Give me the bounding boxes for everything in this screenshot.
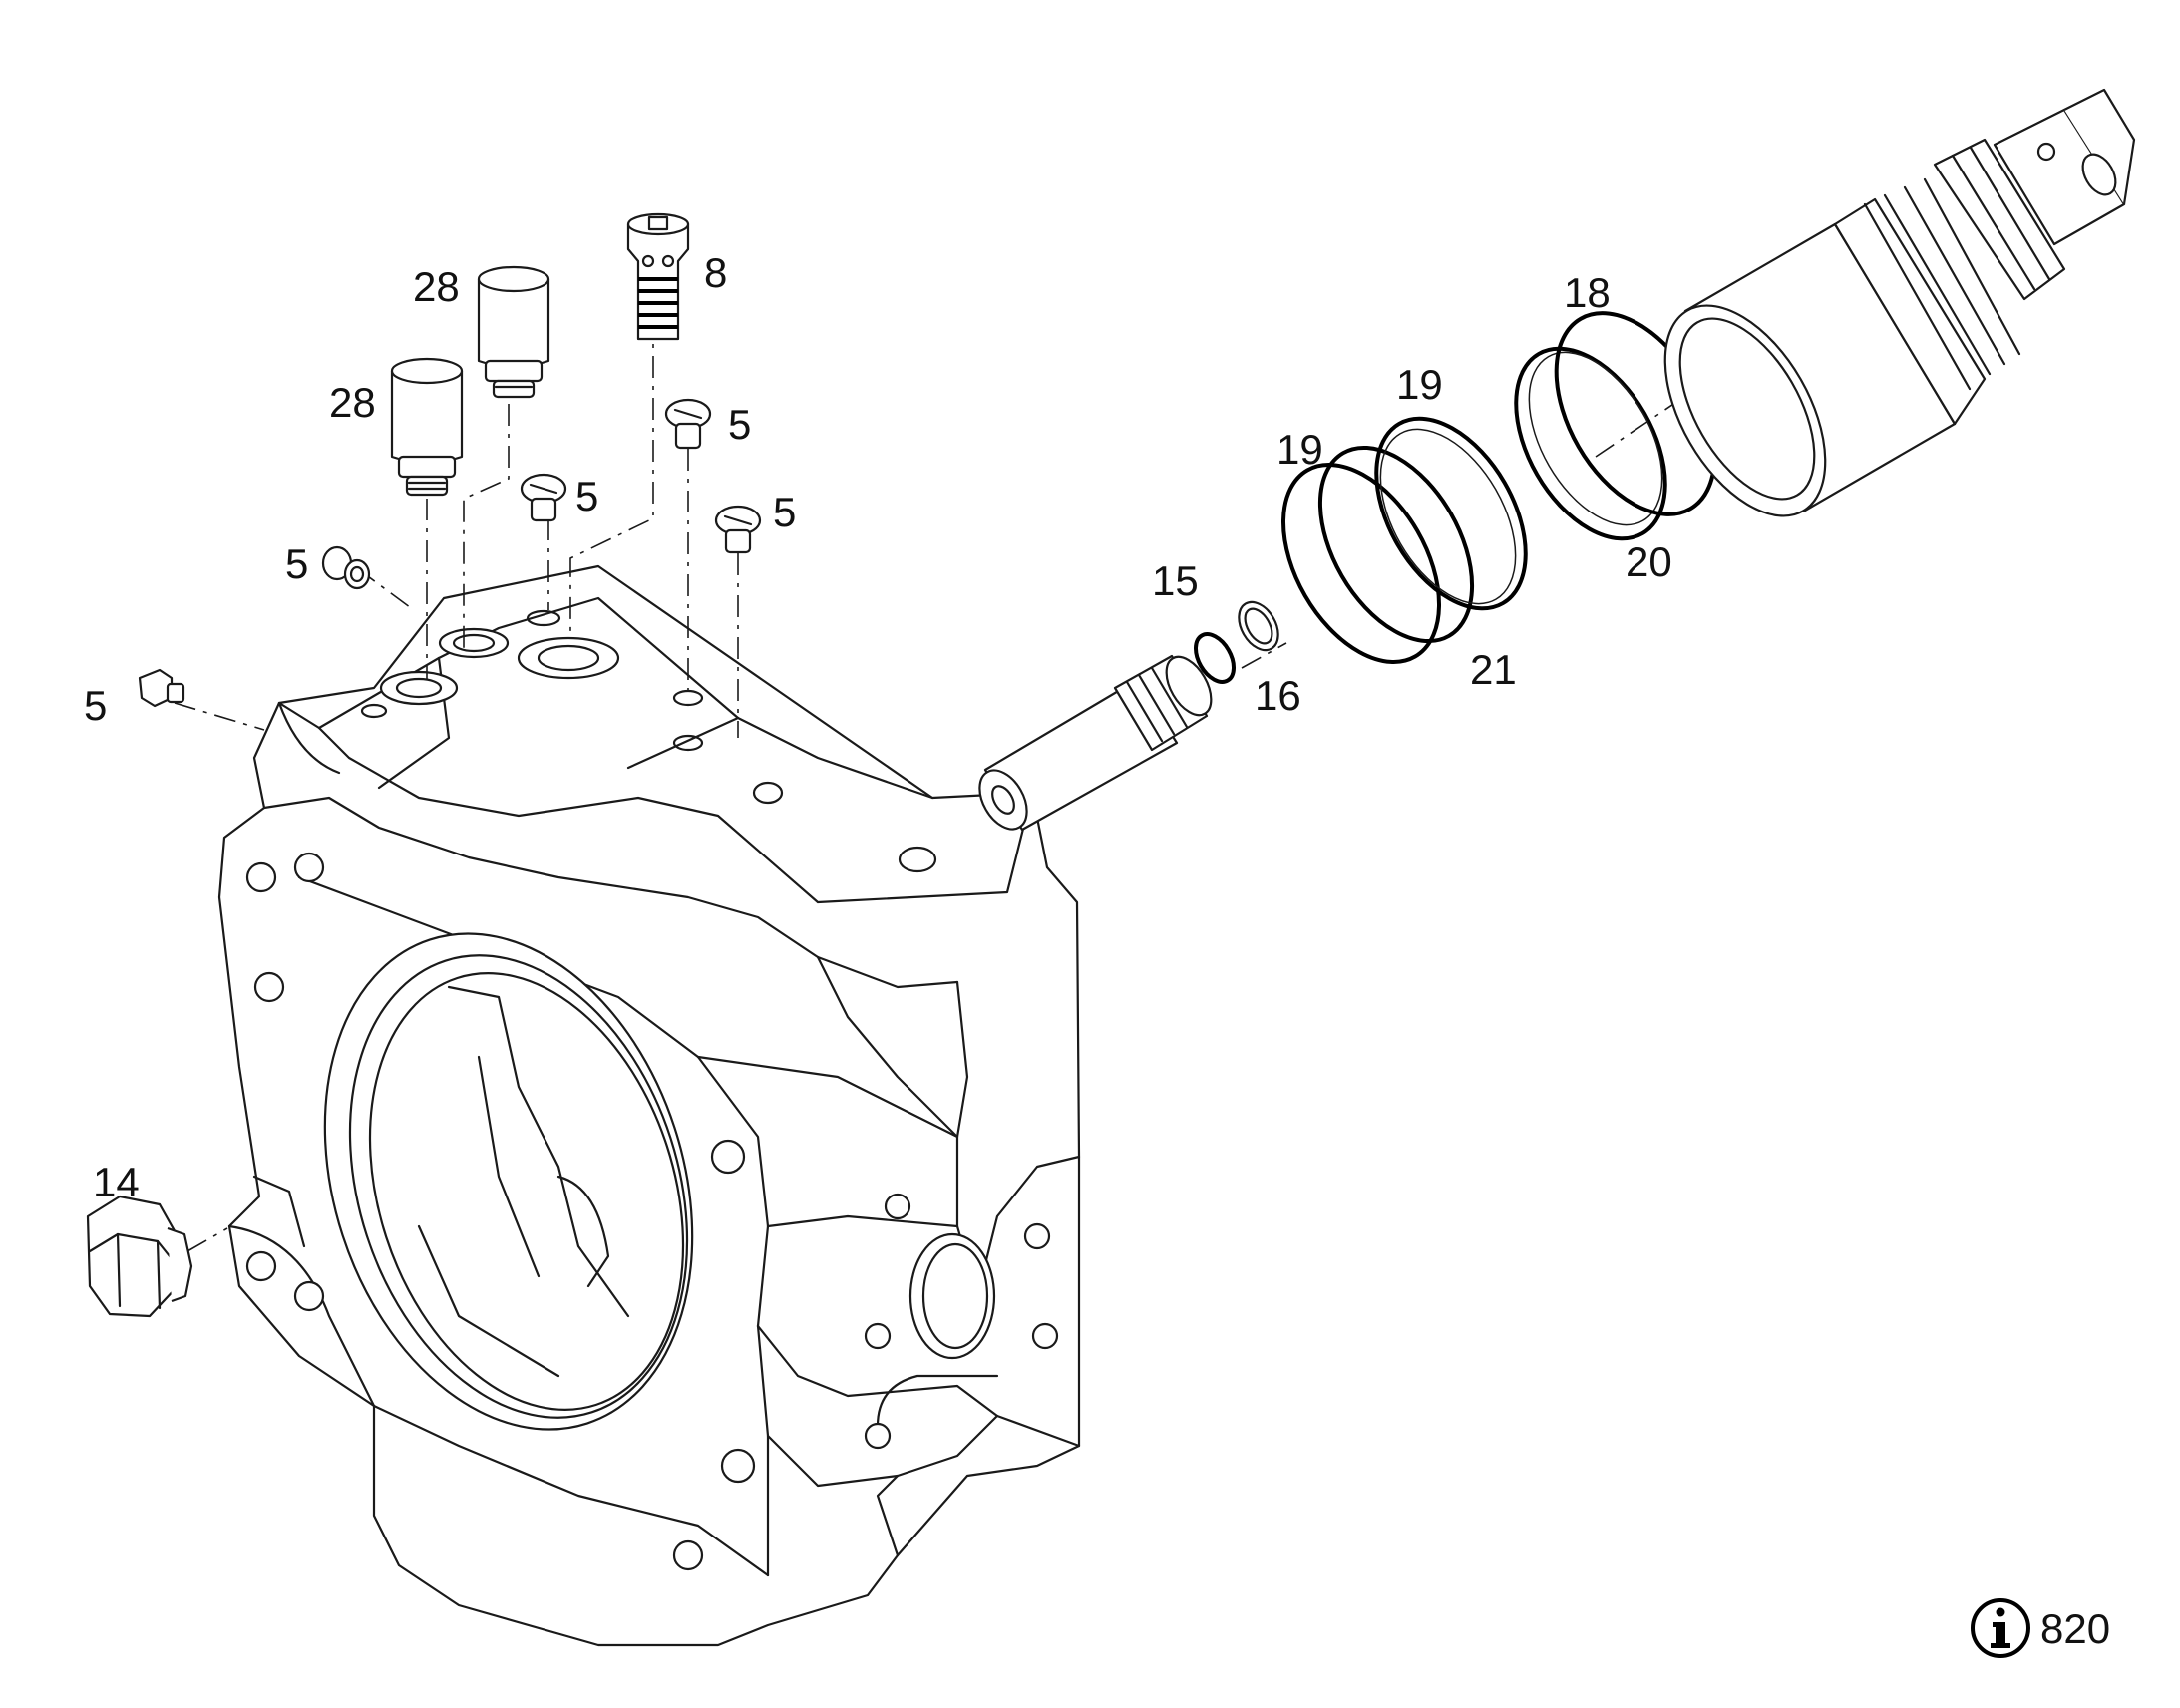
callout-seal-ring-a: 19 — [1276, 426, 1323, 473]
callout-plug-right: 5 — [773, 489, 796, 535]
plug-upper-right — [664, 398, 712, 450]
small-ring — [1238, 600, 1279, 652]
pump-housing — [217, 564, 1081, 1647]
seal-ring-a — [1280, 462, 1442, 665]
cap-nut — [86, 1195, 193, 1318]
backup-ring — [1317, 445, 1475, 644]
info-icon — [1971, 1598, 2030, 1658]
piston-assembly — [1663, 88, 2136, 517]
callout-cap-nut: 14 — [93, 1159, 140, 1205]
retaining-ring — [1194, 632, 1236, 684]
plug-center — [520, 473, 567, 522]
callout-plug-left: 5 — [84, 682, 107, 729]
callout-plug-upper-left: 5 — [285, 540, 308, 587]
callout-backup-ring: 21 — [1470, 646, 1517, 693]
o-ring-inner — [1514, 346, 1667, 541]
callout-o-ring-inner: 20 — [1626, 538, 1672, 585]
plug-left — [138, 668, 185, 708]
seal-ring-b — [1374, 416, 1528, 611]
sleeve-a — [390, 357, 464, 497]
plug-upper-left — [321, 545, 371, 590]
reference-number: 820 — [2040, 1605, 2110, 1652]
plug-right — [714, 505, 762, 554]
callout-seal-ring-b: 19 — [1396, 361, 1443, 408]
callout-sleeve-b: 28 — [413, 263, 460, 310]
cartridge-valve — [626, 212, 690, 341]
callout-plug-upper-right: 5 — [728, 401, 751, 448]
callout-o-ring-large: 18 — [1564, 269, 1611, 316]
callout-cartridge-valve: 8 — [704, 249, 727, 296]
spool — [978, 654, 1213, 832]
callout-plug-center: 5 — [575, 473, 598, 519]
callout-retaining-ring: 16 — [1255, 672, 1301, 719]
reference-mark: 820 — [1971, 1598, 2110, 1658]
callout-sleeve-a: 28 — [329, 379, 376, 426]
callout-spool: 15 — [1152, 557, 1199, 604]
sleeve-b — [477, 265, 550, 399]
